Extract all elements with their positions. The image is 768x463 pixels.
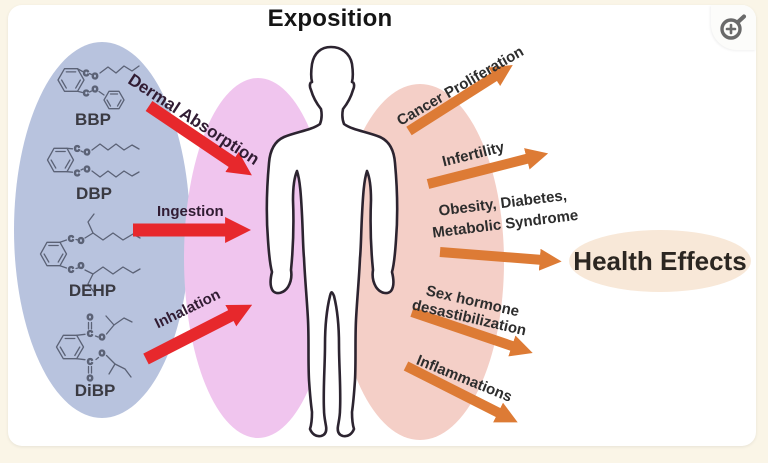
atom-label: C	[68, 235, 74, 244]
inhalation-arrow	[143, 304, 253, 365]
atom-label: O	[78, 262, 84, 271]
cancer-proliferation-arrow	[406, 64, 513, 136]
bbp-structure: C O C O	[57, 65, 140, 110]
dermal-absorption-arrow	[145, 101, 252, 176]
atom-label: C	[87, 358, 93, 367]
atom-label: C	[83, 69, 89, 78]
zoom-button[interactable]	[711, 5, 756, 50]
human-figure	[265, 45, 399, 438]
atom-label: C	[87, 330, 93, 339]
atom-label: O	[99, 333, 105, 342]
health-effects-label: Health Effects	[573, 246, 747, 276]
compound-label-dbp: DBP	[76, 184, 112, 203]
dibp-structure: O C O O C O	[55, 312, 133, 384]
atom-label: O	[78, 237, 84, 246]
route-label-ingestion: Ingestion	[157, 203, 224, 220]
atom-label: O	[92, 85, 98, 94]
compounds-ellipse	[14, 42, 190, 418]
atom-label: O	[84, 165, 90, 174]
atom-label: C	[74, 145, 80, 154]
atom-label: O	[87, 374, 93, 383]
sex-hormone-arrow	[410, 307, 533, 357]
atom-label: C	[74, 169, 80, 178]
dehp-structure: C O C O	[39, 213, 141, 293]
infertility-arrow	[426, 148, 549, 189]
atom-label: C	[68, 266, 74, 275]
magnifier-plus-icon	[719, 13, 746, 40]
compound-label-bbp: BBP	[75, 110, 111, 129]
atom-label: O	[92, 72, 98, 81]
health-effects-ellipse	[569, 230, 751, 292]
atom-label: C	[83, 89, 89, 98]
atom-label: O	[84, 148, 90, 157]
atom-label: O	[99, 349, 105, 358]
inflammations-arrow	[403, 361, 518, 423]
compound-label-dibp: DiBP	[74, 381, 116, 400]
compound-label-dehp: DEHP	[68, 281, 117, 300]
page-title: Exposition	[267, 5, 393, 32]
metabolic-arrow	[439, 247, 562, 271]
atom-label: O	[87, 313, 93, 322]
dbp-structure: C O C O	[46, 143, 140, 179]
